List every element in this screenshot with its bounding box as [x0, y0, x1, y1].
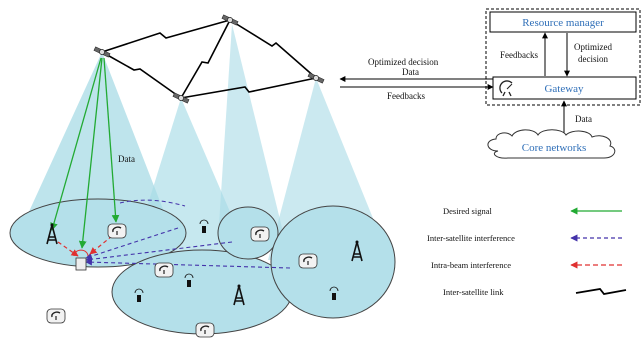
- legend-label: Intra-beam interference: [431, 260, 511, 270]
- optimized-inner-label: Optimized: [574, 42, 612, 52]
- satellite-dish-icon: [499, 80, 513, 97]
- beam-top: [218, 24, 285, 240]
- inter-satellite-links: [101, 19, 317, 99]
- desired-signal-arrows: [50, 57, 120, 249]
- optimized-decision-label: Optimized decision: [368, 57, 439, 67]
- inter-sat-curve: [119, 199, 186, 207]
- dish-icon: [250, 226, 270, 242]
- feedbacks-inner-label: Feedbacks: [500, 50, 538, 60]
- dish-icon: [195, 322, 215, 338]
- cell-right: [270, 205, 396, 319]
- isl-2: [101, 51, 182, 99]
- handheld-icon: [73, 249, 89, 271]
- dish-icon: [154, 262, 174, 278]
- isl-3: [180, 19, 231, 99]
- gateway-box: [492, 76, 637, 100]
- beam-left: [16, 52, 175, 240]
- cell-left: [9, 198, 187, 268]
- resource-manager-label: Resource manager: [522, 17, 604, 29]
- core-data-label: Data: [575, 114, 592, 124]
- isl-4: [229, 19, 317, 79]
- isl-5: [180, 77, 317, 99]
- control-center: Resource manager Feedbacks Optimized dec…: [485, 8, 641, 106]
- core-networks-cloud: Core networks: [487, 129, 616, 159]
- dish-icon: [46, 308, 66, 324]
- cell-bottom: [111, 249, 293, 335]
- legend-label: Inter-satellite link: [443, 287, 504, 297]
- core-networks-label: Core networks: [522, 142, 586, 154]
- inter-satellite-interference: [85, 227, 291, 269]
- desired-signal: [50, 57, 102, 231]
- feedbacks-link-label: Feedbacks: [387, 91, 425, 101]
- decision-inner-label: decision: [578, 54, 608, 64]
- satellite-icon: [221, 13, 239, 27]
- legend-label: Inter-satellite interference: [427, 233, 515, 243]
- desired-signal: [78, 57, 103, 249]
- cell-small: [217, 206, 279, 260]
- beam-layer: [9, 24, 396, 335]
- resource-manager-box: [489, 11, 637, 33]
- legend: Desired signal Inter-satellite interfere…: [427, 206, 627, 297]
- beam-data-label: Data: [118, 154, 135, 164]
- intra-beam-interference: [57, 235, 113, 257]
- legend-isl-swatch: [575, 288, 627, 295]
- dish-icon: [107, 223, 127, 239]
- isl-1: [101, 19, 231, 53]
- dish-icon: [298, 253, 318, 269]
- data-link-label: Data: [402, 67, 419, 77]
- gateway-label: Gateway: [544, 83, 584, 95]
- gateway-links: Optimized decision Data Feedbacks: [339, 57, 494, 101]
- legend-label: Desired signal: [443, 206, 493, 216]
- desired-signal: [103, 57, 120, 223]
